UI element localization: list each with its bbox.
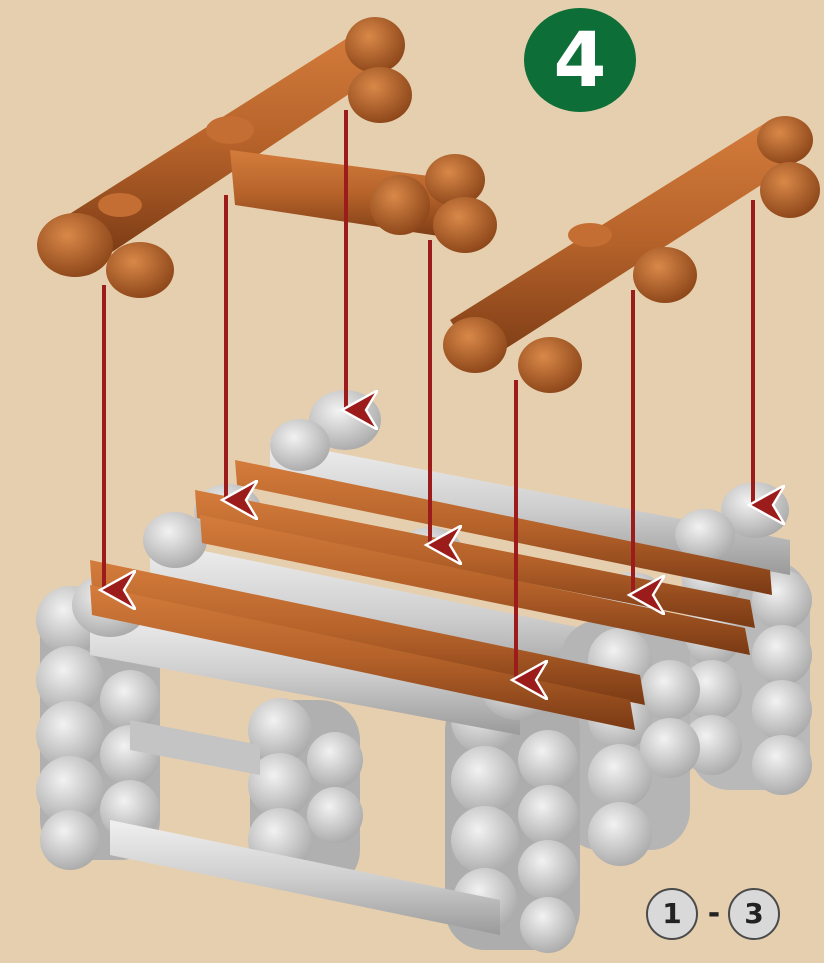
right-beam xyxy=(443,116,820,393)
part-range-indicator: 1 - 3 xyxy=(646,888,780,940)
back-wall-logs xyxy=(150,440,790,690)
floor-planks xyxy=(90,460,772,730)
front-middle-stack xyxy=(248,698,363,890)
middle-right-stack xyxy=(560,620,700,866)
front-top-log xyxy=(90,610,520,935)
step-number: 4 xyxy=(553,15,607,104)
placement-arrows xyxy=(104,110,753,680)
range-separator: - xyxy=(707,896,721,931)
range-start-circle: 1 xyxy=(646,888,698,940)
range-start-number: 1 xyxy=(662,897,682,930)
range-end-circle: 3 xyxy=(728,888,780,940)
step-number-badge: 4 xyxy=(524,8,636,112)
range-end-number: 3 xyxy=(744,897,764,930)
